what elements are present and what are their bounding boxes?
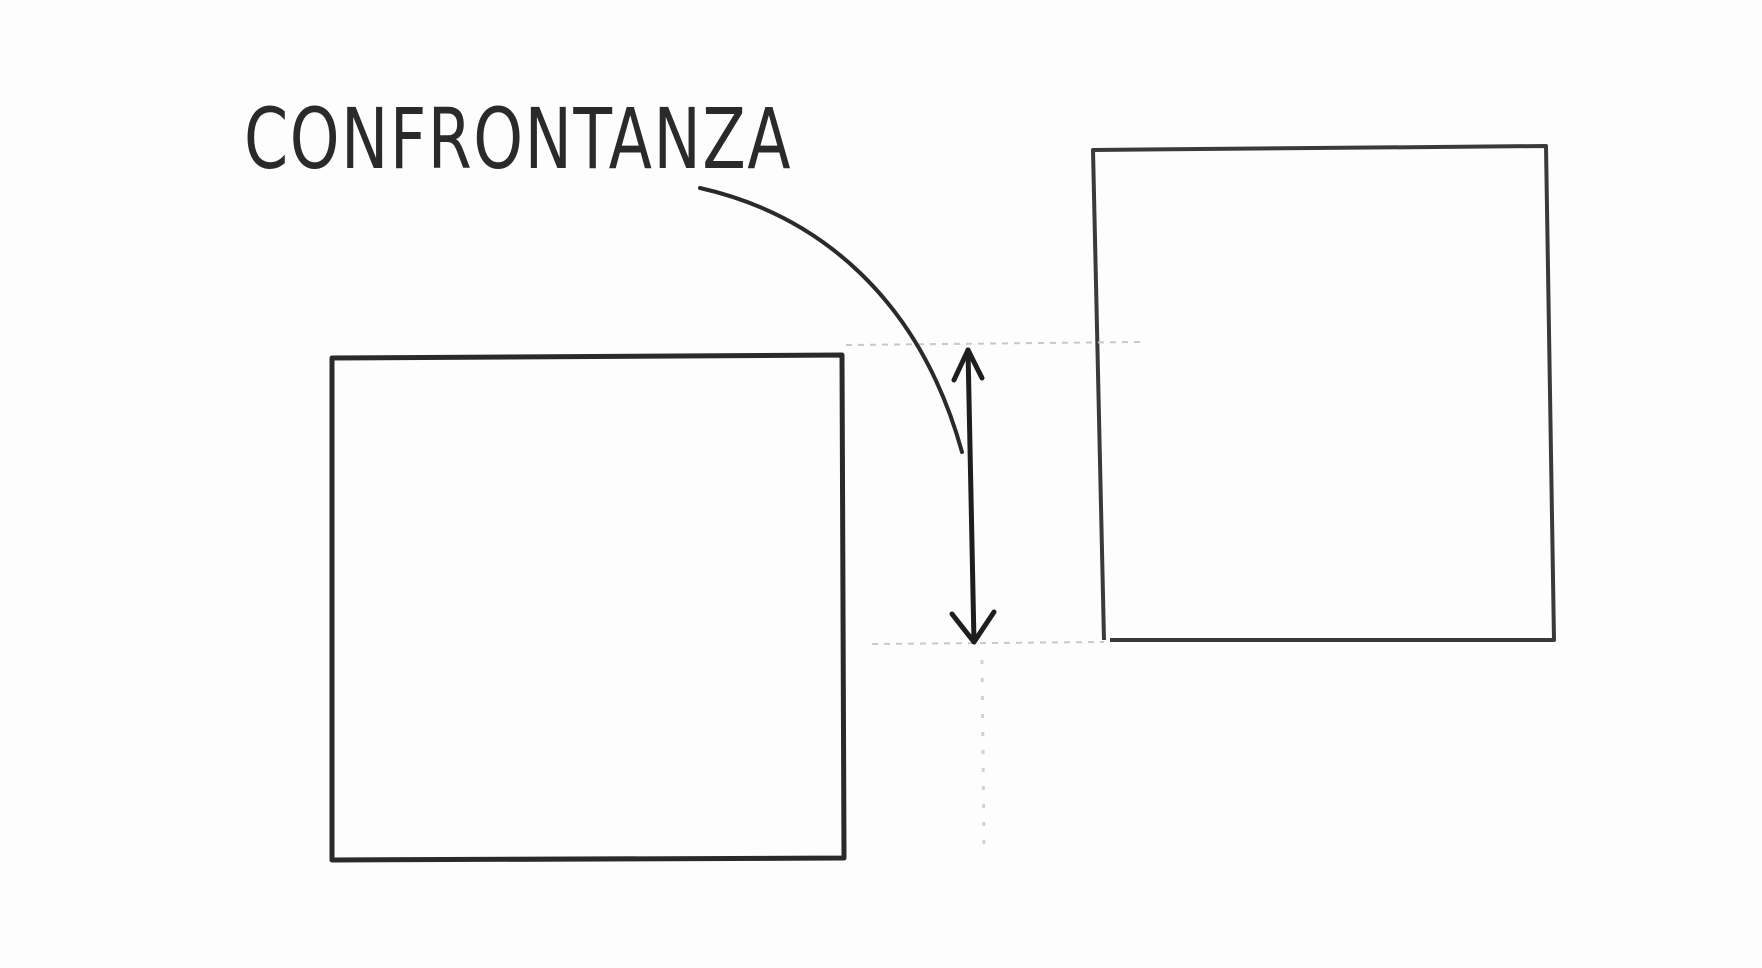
arrow-head-bottom (949, 609, 997, 645)
diagram-label: CONFRONTANZA (244, 90, 792, 188)
vertical-guide-line (980, 659, 986, 849)
arrow-head-top (951, 347, 985, 383)
leader-line (698, 186, 964, 454)
left-square (329, 352, 847, 863)
bottom-alignment-line (871, 641, 1105, 645)
top-alignment-line (845, 341, 1141, 346)
dimension-arrow-shaft (965, 347, 977, 645)
right-square (1091, 144, 1556, 642)
